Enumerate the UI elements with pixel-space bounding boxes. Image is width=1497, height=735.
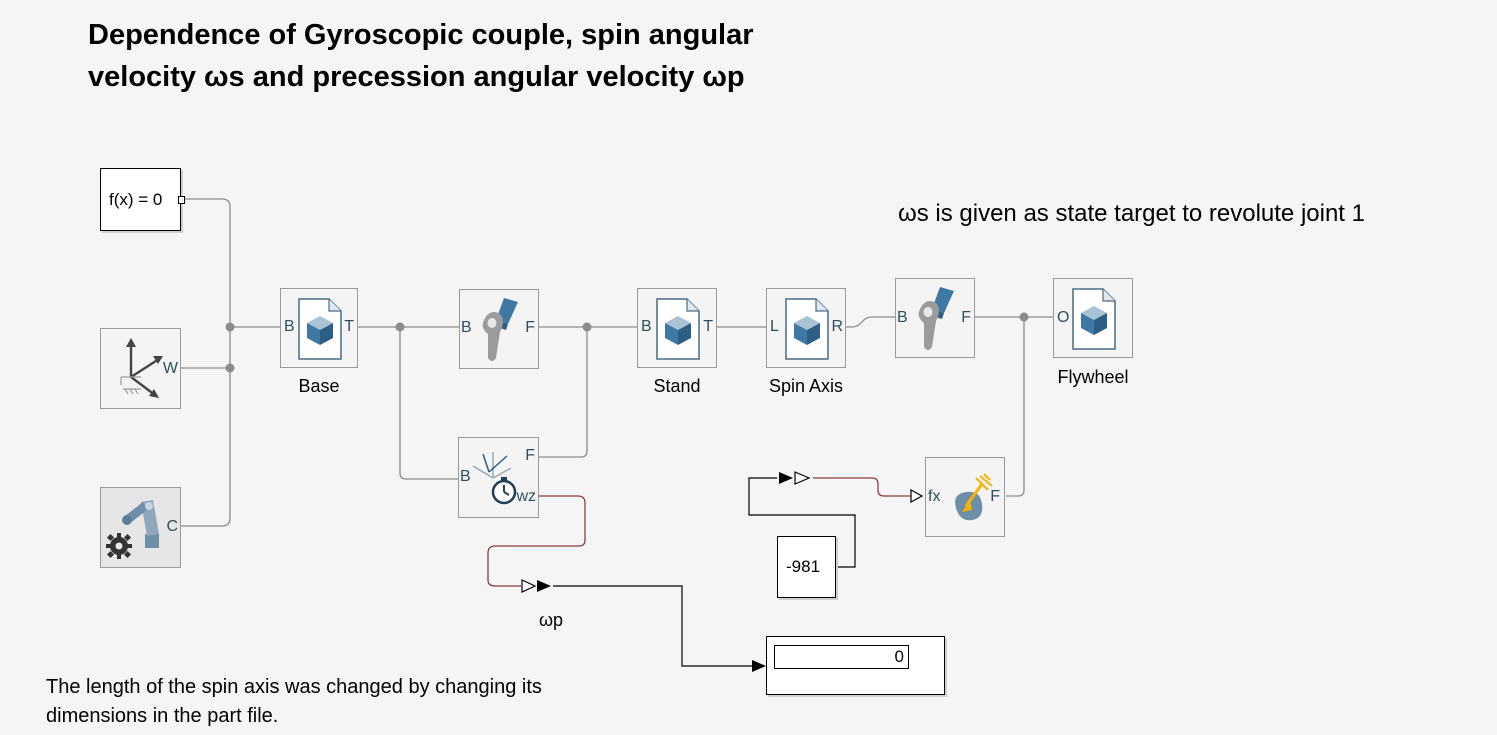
revolute-joint-1-block[interactable]: B F — [459, 289, 539, 369]
display-value: 0 — [894, 647, 904, 666]
junction-dot — [225, 322, 235, 332]
physical-connection — [181, 198, 231, 527]
force-port-fx: fx — [928, 488, 941, 505]
spin-axis-length-note: The length of the spin axis was changed … — [46, 676, 542, 727]
signal-line — [553, 585, 752, 667]
converter-in-arrow — [521, 579, 537, 593]
world-frame-icon — [120, 338, 163, 398]
converter-in-arrow — [779, 472, 793, 484]
physical-connection — [399, 327, 460, 480]
physical-connection — [845, 316, 896, 328]
transform-sensor-icon — [472, 452, 517, 505]
display-block[interactable]: 0 — [766, 636, 945, 695]
base-solid-block[interactable]: B T — [280, 288, 358, 368]
display-readout: 0 — [774, 645, 909, 669]
converter-out-arrow — [794, 471, 811, 485]
sensor-port-wz: wz — [516, 488, 536, 505]
revolute-joint-icon — [482, 298, 518, 361]
base-label: Base — [298, 376, 340, 396]
external-force-icon — [955, 473, 993, 521]
signal-line — [748, 477, 856, 568]
flywheel-port-o: O — [1057, 309, 1070, 326]
solver-configuration-block[interactable]: f(x) = 0 — [100, 168, 185, 231]
spin-axis-port-r: R — [831, 318, 843, 335]
base-port-t: T — [344, 318, 354, 335]
sensor-port-f: F — [525, 447, 535, 464]
revolute2-port-b: B — [897, 309, 908, 326]
state-target-note: ωs is given as state target to revolute … — [898, 200, 1365, 227]
file-solid-icon — [1072, 288, 1116, 350]
robot-arm-gear-icon — [106, 500, 159, 559]
spin-axis-solid-block[interactable]: L R — [766, 288, 846, 368]
base-port-b: B — [284, 318, 295, 335]
revolute1-port-b: B — [461, 319, 472, 336]
force-port-f: F — [990, 488, 1000, 505]
wp-signal-label: ωp — [538, 610, 564, 630]
flywheel-solid-block[interactable]: O — [1053, 278, 1133, 358]
file-solid-icon — [298, 298, 342, 360]
junction-dot — [225, 363, 235, 373]
spin-axis-port-l: L — [770, 318, 779, 335]
ps-signal-line — [813, 477, 911, 497]
constant-block[interactable]: -981 — [777, 536, 836, 598]
solver-text: f(x) = 0 — [109, 190, 163, 209]
world-port-w: W — [162, 360, 178, 377]
arrowhead — [910, 488, 924, 504]
external-force-block[interactable]: fx F — [925, 457, 1005, 537]
transform-sensor-block[interactable]: B F wz — [458, 437, 539, 518]
sensor-port-b: B — [460, 468, 471, 485]
constant-value: -981 — [786, 557, 821, 576]
ps-signal-line — [487, 495, 586, 587]
file-solid-icon — [656, 298, 700, 360]
solver-port — [178, 196, 185, 204]
world-frame-block[interactable]: W — [100, 328, 181, 409]
arrowhead — [752, 660, 766, 672]
revolute2-port-f: F — [961, 309, 971, 326]
diagram-title: Dependence of Gyroscopic couple, spin an… — [88, 19, 754, 93]
file-solid-icon — [785, 298, 829, 360]
stand-port-t: T — [703, 318, 713, 335]
flywheel-label: Flywheel — [1057, 367, 1129, 387]
revolute-joint-icon — [918, 287, 954, 350]
junction-dot — [1019, 312, 1029, 322]
junction-dot — [395, 322, 405, 332]
junction-dot — [582, 322, 592, 332]
stand-label: Stand — [653, 376, 701, 396]
stand-solid-block[interactable]: B T — [637, 288, 717, 368]
config-port-c: C — [166, 518, 178, 535]
physical-connection — [1006, 317, 1025, 497]
revolute1-port-f: F — [525, 319, 535, 336]
stand-port-b: B — [641, 318, 652, 335]
mechanism-configuration-block[interactable]: C — [100, 487, 181, 568]
spin-axis-label: Spin Axis — [768, 376, 844, 396]
converter-out-arrow — [537, 580, 551, 592]
physical-connection — [538, 327, 588, 458]
revolute-joint-2-block[interactable]: B F — [895, 278, 975, 358]
